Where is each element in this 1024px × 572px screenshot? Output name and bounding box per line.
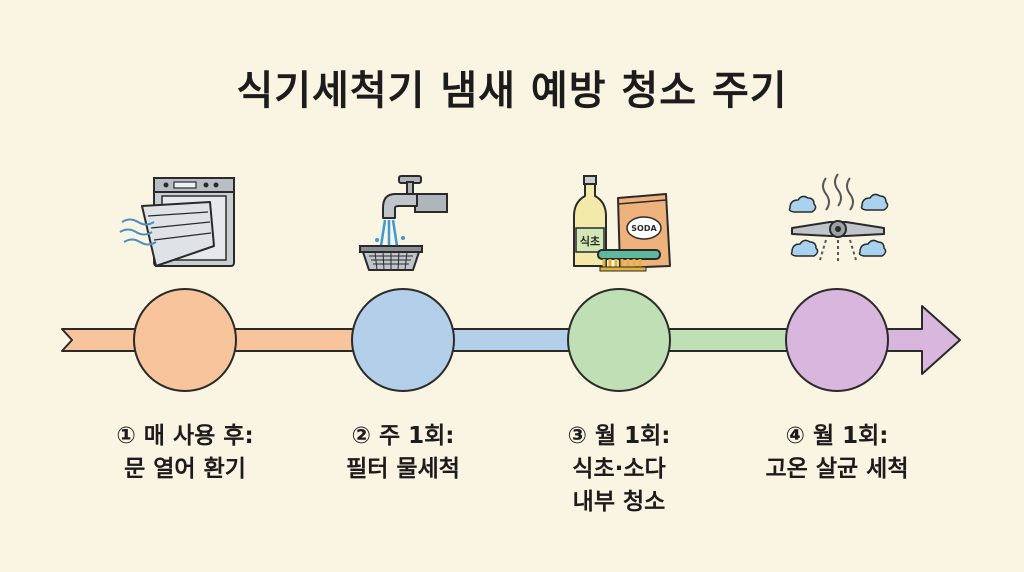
step-3-line-3: 내부 청소 bbox=[572, 489, 666, 515]
step-circle-3 bbox=[567, 288, 671, 392]
step-3-line-2: 식초·소다 bbox=[572, 456, 666, 482]
step-label-3: ③ 월 1회: 식초·소다 내부 청소 bbox=[519, 420, 719, 519]
step-label-2: ② 주 1회: 필터 물세척 bbox=[303, 420, 503, 486]
step-circle-1 bbox=[133, 288, 237, 392]
step-4-line-2: 고온 살균 세척 bbox=[765, 456, 909, 482]
soda-label: SODA bbox=[631, 224, 657, 233]
step-circle-4 bbox=[785, 288, 889, 392]
step-2-line-2: 필터 물세척 bbox=[346, 456, 460, 482]
step-label-1: ① 매 사용 후: 문 열어 환기 bbox=[85, 420, 285, 486]
page-title: 식기세척기 냄새 예방 청소 주기 bbox=[236, 68, 788, 114]
spray-arm-steam-icon bbox=[788, 173, 889, 262]
step-2-line-1: ② 주 1회: bbox=[351, 423, 455, 449]
step-1-line-2: 문 열어 환기 bbox=[124, 456, 246, 482]
faucet-filter-rinse-icon bbox=[359, 175, 448, 271]
step-label-4: ④ 월 1회: 고온 살균 세척 bbox=[737, 420, 937, 486]
dishwasher-open-door-icon bbox=[119, 177, 235, 267]
step-circle-2 bbox=[351, 288, 455, 392]
step-1-line-1: ① 매 사용 후: bbox=[116, 423, 254, 449]
step-4-line-1: ④ 월 1회: bbox=[785, 423, 889, 449]
vinegar-label: 식초 bbox=[580, 234, 600, 248]
vinegar-soda-brush-icon: SODA 식초 bbox=[573, 175, 671, 272]
step-3-line-1: ③ 월 1회: bbox=[567, 423, 671, 449]
